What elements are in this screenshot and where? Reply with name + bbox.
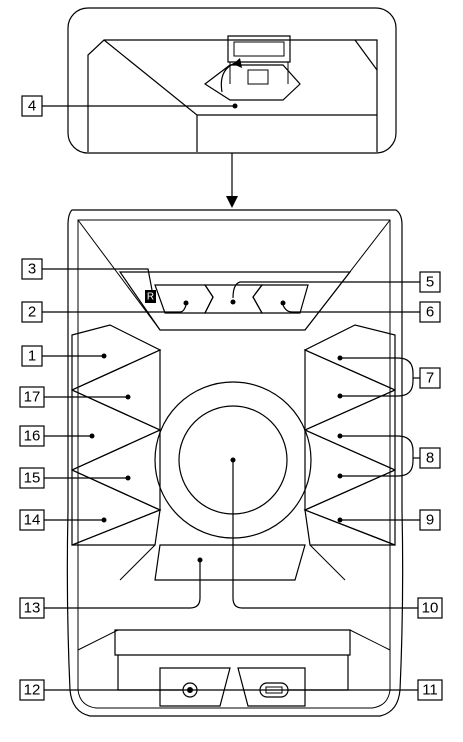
- svg-text:6: 6: [426, 304, 434, 321]
- callout-6: 6: [419, 301, 441, 323]
- callout-13: 13: [19, 597, 45, 619]
- callout-14: 14: [19, 509, 45, 531]
- callout-4: 4: [21, 95, 43, 117]
- indicator-glyph: R: [147, 292, 154, 303]
- callout-1: 1: [21, 345, 43, 367]
- svg-text:4: 4: [28, 98, 36, 115]
- svg-text:13: 13: [24, 600, 41, 617]
- svg-text:8: 8: [426, 450, 434, 467]
- callout-10: 10: [417, 597, 443, 619]
- svg-text:10: 10: [422, 600, 439, 617]
- callout-11: 11: [417, 679, 443, 701]
- callout-7: 7: [419, 367, 441, 389]
- callout-8: 8: [419, 447, 441, 469]
- svg-text:14: 14: [24, 512, 41, 529]
- svg-text:17: 17: [24, 389, 41, 406]
- speaker-body: [66, 209, 404, 717]
- svg-text:11: 11: [422, 682, 438, 699]
- svg-text:2: 2: [28, 304, 36, 321]
- mic-jack-center: [187, 687, 193, 693]
- svg-text:5: 5: [426, 274, 434, 291]
- svg-text:16: 16: [24, 428, 41, 445]
- usb-port-slot: [265, 686, 283, 694]
- callout-9: 9: [419, 509, 441, 531]
- callout-12: 12: [19, 679, 45, 701]
- callout-15: 15: [19, 467, 45, 489]
- svg-text:1: 1: [28, 348, 36, 365]
- svg-text:9: 9: [426, 512, 434, 529]
- connector-arrow-head: [226, 196, 238, 208]
- dock-inset: [67, 7, 397, 154]
- callout-16: 16: [19, 425, 45, 447]
- callout-3: 3: [21, 258, 43, 280]
- svg-text:3: 3: [28, 261, 36, 278]
- leader-lines: [42, 103, 420, 691]
- callout-2: 2: [21, 301, 43, 323]
- svg-text:7: 7: [426, 370, 434, 387]
- svg-text:12: 12: [24, 682, 41, 699]
- callout-17: 17: [19, 386, 45, 408]
- callout-5: 5: [419, 271, 441, 293]
- svg-text:15: 15: [24, 470, 41, 487]
- indicator-lamp: [145, 290, 156, 303]
